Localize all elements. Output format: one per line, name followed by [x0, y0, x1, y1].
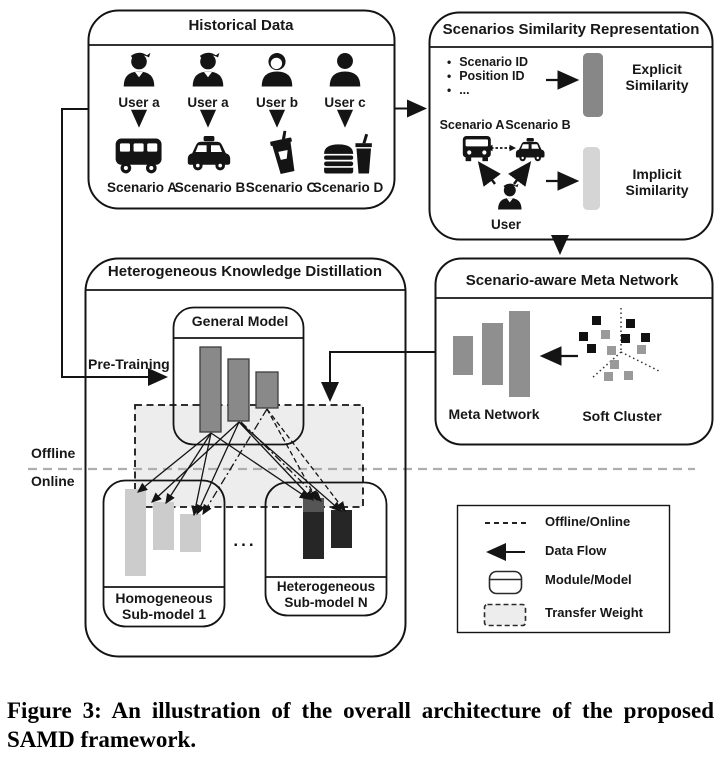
bullet-item: ...	[447, 83, 470, 97]
explicit-similarity-label: Explicit Similarity	[625, 61, 689, 94]
user-icon	[498, 183, 522, 210]
historical-data-box	[87, 9, 396, 210]
homogeneous-bars	[125, 489, 201, 576]
online-label: Online	[31, 473, 75, 489]
user-label: User	[490, 217, 522, 232]
user-male-icon	[123, 52, 155, 87]
pretraining-label: Pre-Training	[88, 356, 170, 372]
scenario-a-label: Scenario A	[439, 118, 505, 132]
legend-label: Transfer Weight	[545, 605, 644, 620]
module-icon	[488, 570, 523, 595]
bus-icon	[462, 135, 491, 162]
distillation-title: Heterogeneous Knowledge Distillation	[107, 263, 383, 280]
user-label: User c	[324, 95, 366, 110]
explicit-similarity-bar	[583, 53, 603, 117]
soft-cluster-label: Soft Cluster	[582, 408, 662, 424]
bullet-item: Position ID	[447, 69, 524, 83]
general-model-box	[172, 306, 305, 446]
bullet-icon	[447, 69, 451, 83]
user-label: User b	[255, 95, 299, 110]
meta-network-bars	[453, 311, 530, 397]
implicit-similarity-bar	[583, 147, 600, 210]
user-female-icon	[261, 53, 293, 87]
taxi-icon	[515, 138, 545, 162]
user-male-icon	[192, 52, 224, 87]
heterogeneous-label: Heterogeneous Sub-model N	[276, 579, 376, 610]
figure-caption: Figure 3: An illustration of the overall…	[7, 698, 714, 753]
architecture-diagram	[28, 9, 714, 658]
similarity-box	[428, 11, 714, 241]
scenario-label: Scenario C	[245, 180, 317, 195]
drink-icon	[268, 129, 299, 175]
fastfood-icon	[324, 133, 372, 174]
taxi-icon	[187, 136, 231, 171]
user-icon	[329, 53, 361, 87]
scenario-label: Scenario D	[312, 180, 384, 195]
pretraining-arrow	[61, 108, 168, 386]
similarity-title: Scenarios Similarity Representation	[442, 21, 700, 38]
scenario-label: Scenario A	[106, 180, 178, 195]
meta-network-label: Meta Network	[448, 406, 540, 422]
implicit-similarity-label: Implicit Similarity	[625, 166, 689, 199]
general-model-bars	[199, 346, 279, 433]
general-model-title: General Model	[191, 313, 289, 329]
bullet-text: Position ID	[459, 69, 525, 83]
soft-cluster-icon	[579, 308, 660, 381]
homogeneous-box	[102, 479, 226, 628]
meta-network-box	[434, 257, 714, 446]
historical-scenarios	[115, 129, 372, 175]
user-to-scenario-a-arrow	[477, 161, 501, 187]
user-label: User a	[118, 95, 160, 110]
user-label: User a	[187, 95, 229, 110]
bullet-text: ...	[459, 83, 470, 97]
heterogeneous-bars	[303, 498, 352, 559]
title-dividers	[86, 44, 712, 588]
meta-network-title: Scenario-aware Meta Network	[465, 272, 679, 289]
distillation-lines	[136, 408, 346, 517]
distillation-box	[84, 257, 407, 658]
heterogeneous-box	[264, 481, 388, 617]
legend-label: Module/Model	[545, 572, 632, 587]
user-to-scenario-arrows	[130, 109, 354, 128]
scenario-similarity-dashed-arrow	[486, 144, 516, 152]
transfer-weight-icon	[483, 603, 527, 627]
bullet-icon	[447, 83, 451, 97]
historical-users	[123, 52, 361, 87]
bus-icon	[115, 138, 162, 174]
bullet-text: Scenario ID	[459, 55, 528, 69]
legend-label: Offline/Online	[545, 514, 631, 529]
user-to-scenario-b-arrow	[508, 161, 532, 187]
submodel-ellipsis: ...	[233, 531, 257, 550]
bullet-icon	[447, 55, 451, 69]
homogeneous-label: Homogeneous Sub-model 1	[115, 590, 213, 623]
scenario-label: Scenario B	[174, 180, 246, 195]
legend-glyphs	[483, 522, 527, 627]
scenario-b-label: Scenario B	[505, 118, 571, 132]
historical-data-title: Historical Data	[188, 17, 294, 34]
offline-label: Offline	[31, 445, 76, 461]
transfer-weight-border	[134, 404, 364, 508]
legend-label: Data Flow	[545, 543, 607, 558]
bullet-item: Scenario ID	[447, 55, 528, 69]
meta-to-transfer-arrow	[321, 351, 435, 402]
legend-box	[456, 504, 671, 634]
